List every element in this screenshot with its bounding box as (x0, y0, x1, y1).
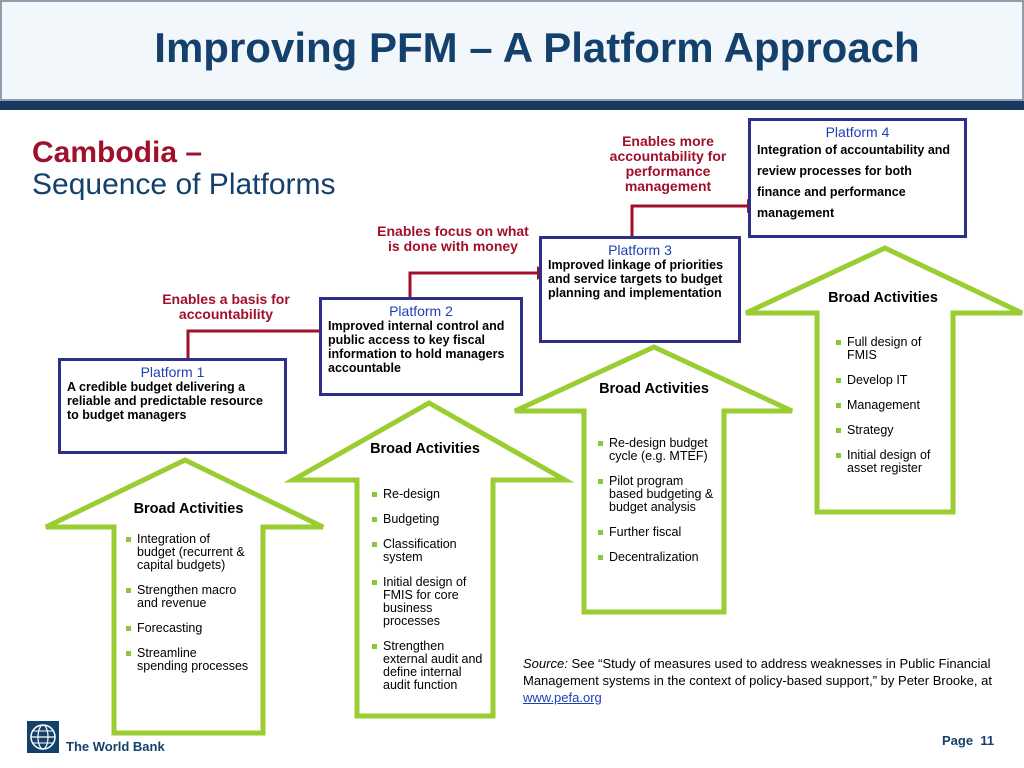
platform-title: Platform 3 (608, 242, 672, 258)
connector-2-3 (408, 271, 537, 298)
source-text: See “Study of measures used to address w… (523, 656, 992, 688)
connector-1-2 (186, 329, 319, 358)
broad-activities-title-2: Broad Activities (370, 441, 480, 457)
list-item: Strengthen macro and revenue (125, 584, 250, 610)
enables-label-1: Enables a basis for accountability (162, 291, 290, 322)
list-item: Further fiscal (597, 526, 719, 539)
platform-description: Improved linkage of priorities and servi… (548, 258, 724, 300)
broad-activities-list-4: Full design of FMIS Develop IT Managemen… (835, 336, 950, 487)
platform-box-2: Platform 2 Improved internal control and… (319, 297, 523, 396)
subtitle-country: Cambodia – (32, 136, 203, 169)
broad-activities-title-4: Broad Activities (828, 290, 938, 306)
platform-description: Improved internal control and public acc… (328, 319, 505, 375)
source-note: Source: See “Study of measures used to a… (523, 655, 1003, 706)
list-item: Develop IT (835, 374, 950, 387)
list-item: Re-design (371, 488, 486, 501)
platform-box-4: Platform 4 Integration of accountability… (748, 118, 967, 238)
list-item: Classification system (371, 538, 486, 564)
page-label: Page (942, 733, 974, 748)
list-item: Integration of budget (recurrent & capit… (125, 533, 250, 572)
list-item: Strategy (835, 424, 950, 437)
platform-box-1: Platform 1 A credible budget delivering … (58, 358, 287, 454)
list-item: Full design of FMIS (835, 336, 950, 362)
list-item: Streamline spending processes (125, 647, 250, 673)
upward-arrow-4 (744, 245, 1024, 515)
list-item: Re-design budget cycle (e.g. MTEF) (597, 437, 719, 463)
page-value: 11 (980, 733, 995, 748)
list-item: Decentralization (597, 551, 719, 564)
enables-label-2: Enables focus on what is done with money (377, 223, 529, 254)
broad-activities-list-1: Integration of budget (recurrent & capit… (125, 533, 250, 685)
slide-title: Improving PFM – A Platform Approach (154, 24, 920, 71)
list-item: Strengthen external audit and define int… (371, 640, 486, 692)
broad-activities-title-3: Broad Activities (599, 381, 709, 397)
platform-description: Integration of accountability and review… (757, 143, 951, 220)
list-item: Initial design of asset register (835, 449, 950, 475)
platform-title: Platform 2 (389, 303, 453, 319)
page-number: Page 11 (942, 733, 994, 748)
list-item: Initial design of FMIS for core business… (371, 576, 486, 628)
header-divider (0, 101, 1024, 110)
source-label: Source: (523, 656, 568, 671)
platform-box-3: Platform 3 Improved linkage of prioritie… (539, 236, 741, 343)
platform-title: Platform 1 (140, 364, 205, 380)
platform-title: Platform 4 (825, 124, 890, 140)
upward-arrow-1 (44, 457, 325, 736)
broad-activities-list-3: Re-design budget cycle (e.g. MTEF) Pilot… (597, 437, 719, 576)
connector-3-4 (630, 204, 747, 236)
broad-activities-title-1: Broad Activities (133, 501, 244, 517)
broad-activities-list-2: Re-design Budgeting Classification syste… (371, 488, 486, 704)
enables-label-3: Enables more accountability for performa… (609, 133, 727, 194)
source-link[interactable]: www.pefa.org (523, 690, 602, 705)
footer-org-name: The World Bank (66, 739, 165, 754)
upward-arrow-3 (513, 344, 794, 615)
world-bank-globe-icon (27, 721, 59, 753)
subtitle-sequence: Sequence of Platforms (32, 168, 336, 201)
list-item: Pilot program based budgeting & budget a… (597, 475, 719, 514)
upward-arrow-2 (283, 400, 575, 719)
list-item: Management (835, 399, 950, 412)
list-item: Forecasting (125, 622, 250, 635)
list-item: Budgeting (371, 513, 486, 526)
header-bar (0, 0, 1024, 101)
platform-description: A credible budget delivering a reliable … (67, 380, 263, 422)
